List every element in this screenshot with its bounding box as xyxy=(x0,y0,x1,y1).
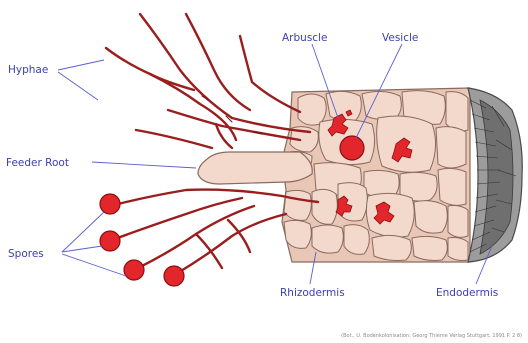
cortex-cell xyxy=(298,94,326,125)
cortex-cell xyxy=(448,206,468,238)
cortex-cell xyxy=(362,91,401,119)
spore xyxy=(164,266,184,286)
label-endodermis: Endodermis xyxy=(436,287,498,299)
cortex-cell xyxy=(312,189,337,224)
source-credit: (Bot., U. Bodenkolonisation: Georg Thiem… xyxy=(341,333,522,339)
label-rhizodermis: Rhizodermis xyxy=(280,287,345,299)
feeder-root-leader xyxy=(92,162,196,168)
spores xyxy=(100,194,184,286)
hyphae-leader-1 xyxy=(58,60,104,70)
vesicle xyxy=(340,136,364,160)
cortex-cell xyxy=(446,92,468,132)
hypha xyxy=(150,74,194,90)
cortex-cell xyxy=(412,236,447,260)
label-vesicle: Vesicle xyxy=(382,32,418,44)
label-arbuscle: Arbuscle xyxy=(282,32,327,44)
cortex-cell xyxy=(284,190,311,220)
cortex-cell xyxy=(414,201,447,233)
label-feeder-root: Feeder Root xyxy=(6,157,69,169)
hypha xyxy=(136,130,212,148)
hyphae-leader-2 xyxy=(58,72,98,100)
cortex-cell xyxy=(312,225,343,253)
hypha xyxy=(138,206,254,268)
spores-leader-3 xyxy=(62,254,126,276)
label-spores: Spores xyxy=(8,248,44,260)
spore xyxy=(100,231,120,251)
cortex-cell xyxy=(438,168,466,205)
spores-leader-1 xyxy=(62,212,104,252)
cortex-cell xyxy=(448,238,468,261)
feeder-root xyxy=(198,152,312,184)
cortex-cell xyxy=(372,235,411,260)
endodermis-band xyxy=(468,88,522,262)
spore xyxy=(100,194,120,214)
hypha xyxy=(196,234,222,268)
cortex-cell xyxy=(344,225,369,255)
label-hyphae: Hyphae xyxy=(8,64,48,76)
hypha xyxy=(186,14,250,110)
spore xyxy=(124,260,144,280)
cortex-cell xyxy=(436,127,466,168)
